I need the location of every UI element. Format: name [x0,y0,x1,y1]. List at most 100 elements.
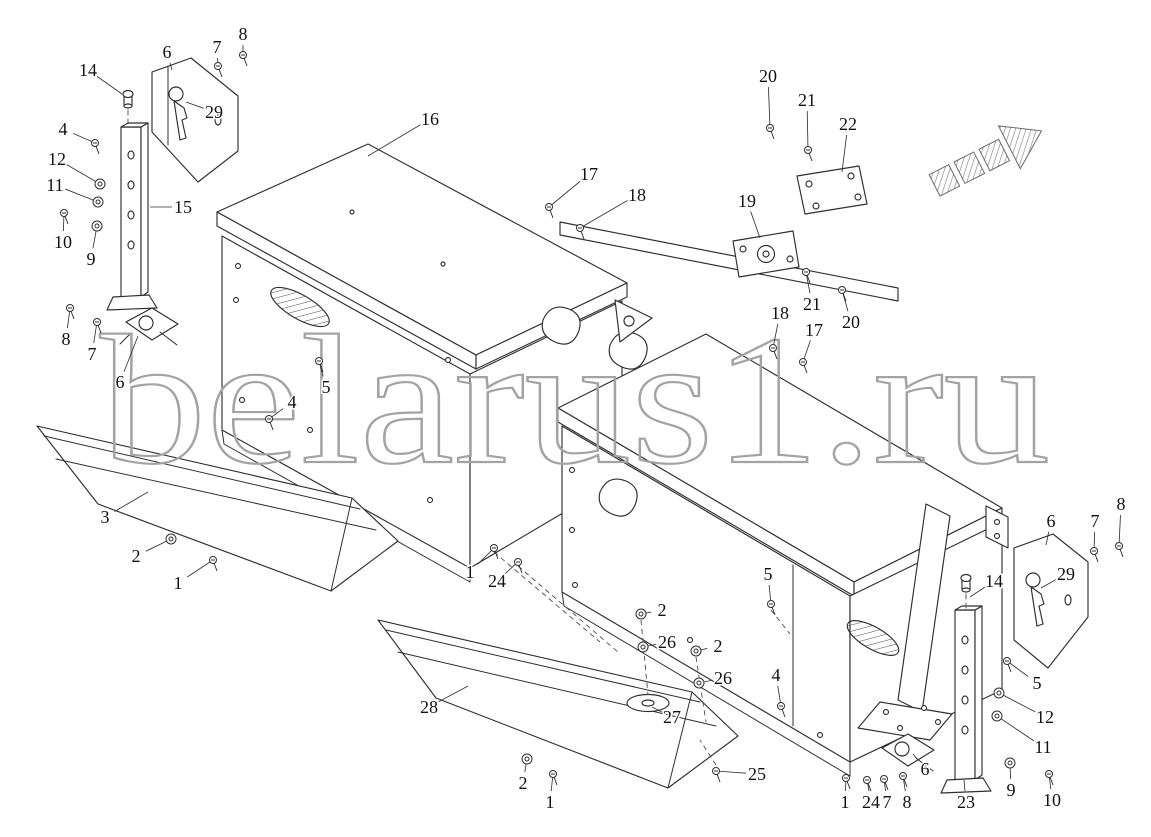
part-label-20: 20 [759,66,777,86]
bolt-glyph [899,772,908,788]
bolt-glyph [804,146,813,162]
bolt-glyph [549,770,558,786]
leader-line [996,715,1035,742]
bracket-6-right [1013,533,1089,669]
part-label-9: 9 [1007,780,1016,800]
bolt-glyph [799,358,808,374]
part-label-7: 7 [883,792,892,812]
part-label-6: 6 [921,759,930,779]
part-label-12: 12 [48,149,66,169]
plate-19 [732,230,800,278]
part-label-12: 12 [1036,707,1054,727]
leader-line [123,335,139,372]
leader-line [96,75,123,95]
bolt-glyph [60,209,69,225]
washer-glyph [637,641,649,653]
part-label-7: 7 [88,344,97,364]
part-label-14: 14 [985,571,1003,591]
part-label-6: 6 [1047,511,1056,531]
bolt-glyph [209,556,218,572]
assembly-dashes [493,551,791,766]
part-label-29: 29 [205,102,223,122]
part-label-23: 23 [957,792,975,812]
bracket-6-left [151,57,239,183]
leader-line [438,685,469,703]
part-label-16: 16 [421,109,439,129]
bolt-glyph [712,767,721,783]
washer-glyph [690,645,702,657]
part-label-10: 10 [54,232,72,252]
bolt-glyph [880,775,889,791]
part-label-17: 17 [580,164,598,184]
bolt-glyph [769,344,778,360]
part-label-2: 2 [132,546,141,566]
part-label-2: 2 [658,600,667,620]
bolt-glyph [767,600,776,616]
part-label-6: 6 [116,372,125,392]
washer-glyph [92,196,104,208]
part-label-1: 1 [841,792,850,812]
part-label-1: 1 [174,573,183,593]
part-label-14: 14 [79,60,97,80]
leader-line [1045,531,1050,546]
leader-line [750,211,761,239]
part-label-8: 8 [62,329,71,349]
washer-glyph [165,533,177,545]
part-label-1: 1 [466,562,475,582]
bolt-glyph [315,357,324,373]
leader-line [367,124,421,157]
part-label-24: 24 [488,571,506,591]
bolt-glyph [66,304,75,320]
part-label-28: 28 [420,697,438,717]
bolt-glyph [842,774,851,790]
part-label-5: 5 [322,377,331,397]
bolt-glyph [777,702,786,718]
part-label-2: 2 [714,636,723,656]
post-23 [940,573,992,794]
part-label-15: 15 [174,197,192,217]
leader-line [186,559,214,578]
leader-line [912,753,919,761]
part-label-4: 4 [288,392,297,412]
leader-line [169,62,173,71]
plate-22 [796,165,868,215]
part-label-11: 11 [46,175,63,195]
part-label-2: 2 [519,773,528,793]
cover-plate-27 [626,693,670,713]
key-29-right [1025,572,1045,627]
leader-line [841,134,848,173]
left-box [216,143,653,583]
part-label-5: 5 [1033,673,1042,693]
tray-3 [36,425,399,592]
part-label-7: 7 [1091,511,1100,531]
part-label-26: 26 [714,668,732,688]
leader-line [1040,579,1057,589]
key-29-left [168,86,188,141]
part-label-25: 25 [748,764,766,784]
part-label-1: 1 [546,792,555,812]
leader-line [579,200,628,229]
leader-line [772,323,779,349]
leader-line [963,779,966,792]
part-label-22: 22 [839,114,857,134]
part-label-7: 7 [213,37,222,57]
leader-line [715,770,747,774]
bolt-glyph [93,318,102,334]
bolt-glyph [802,268,811,284]
bolt-glyph [490,544,499,560]
part-label-20: 20 [842,312,860,332]
part-label-24: 24 [862,792,880,812]
leader-line [185,101,204,109]
part-label-6: 6 [163,42,172,62]
leader-line [548,180,581,208]
leader-line [806,110,809,151]
bolt-glyph [239,51,248,67]
part-label-9: 9 [87,249,96,269]
bolt-glyph [576,224,585,240]
leader-line [66,164,101,185]
part-label-21: 21 [803,294,821,314]
leader-line [65,188,99,203]
leader-line [1118,514,1121,547]
washer-glyph [91,220,103,232]
